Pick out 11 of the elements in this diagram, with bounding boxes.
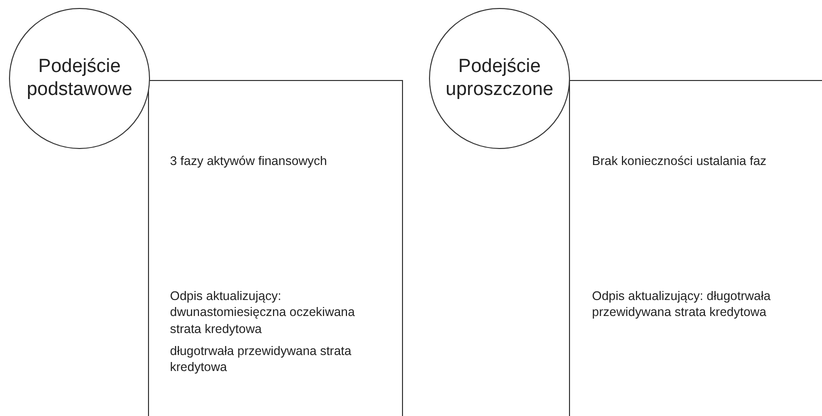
description-text: Brak konieczności ustalania faz <box>592 153 768 170</box>
description-text: długotrwała przewidywana strata kredytowa <box>170 342 352 376</box>
description-panel <box>148 248 403 416</box>
description-text: 3 fazy aktywów finansowych <box>170 153 328 170</box>
approach-title: Podejście podstawowe <box>26 56 134 102</box>
approach-title: Podejście uproszczone <box>444 56 554 102</box>
description-panel <box>569 80 822 249</box>
description-text: Odpis aktualizujący: długotrwała przewidywana strata kredytowa <box>592 288 772 320</box>
description-panel <box>148 80 403 249</box>
description-panel <box>569 248 822 416</box>
description-text: Odpis aktualizujący: dwunastomiesięczna oczekiwana strata kredytowa <box>170 288 356 337</box>
